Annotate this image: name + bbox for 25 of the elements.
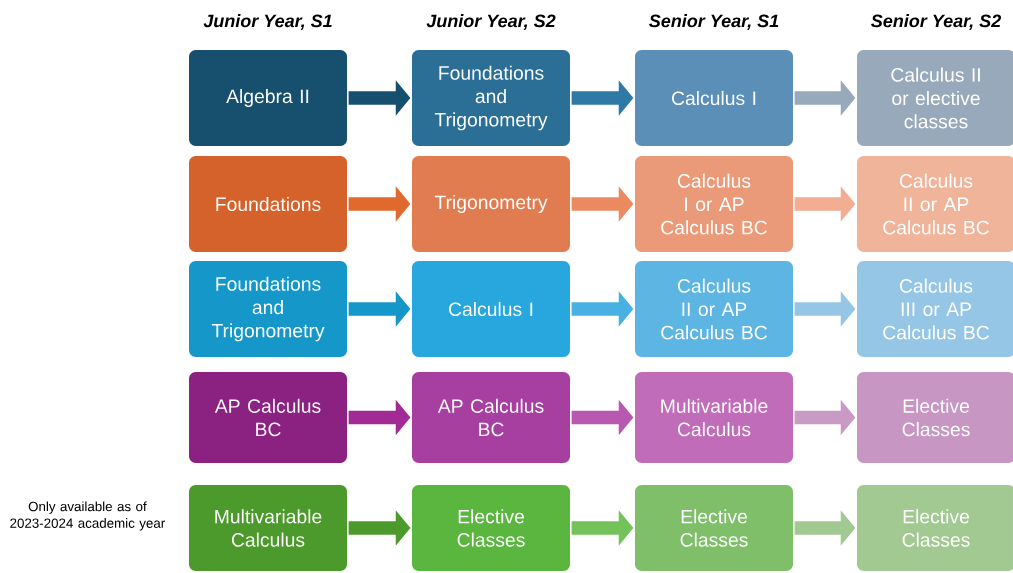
column-heading: Senior Year, S1 bbox=[649, 14, 779, 30]
course-box: Elective Classes bbox=[857, 372, 1013, 463]
course-box: Calculus I bbox=[412, 261, 570, 357]
course-box: Algebra II bbox=[189, 50, 347, 146]
course-box: Trigonometry bbox=[412, 156, 570, 252]
course-box: Foundations and Trigonometry bbox=[412, 50, 570, 146]
course-box: Elective Classes bbox=[412, 485, 570, 571]
course-box: Foundations bbox=[189, 156, 347, 252]
column-heading: Senior Year, S2 bbox=[871, 14, 1001, 30]
course-box: Calculus II or AP Calculus BC bbox=[635, 261, 793, 357]
course-box: AP Calculus BC bbox=[412, 372, 570, 463]
course-box: Calculus I bbox=[635, 50, 793, 146]
note-text: Only available as of 2023-2024 academic year bbox=[10, 501, 165, 531]
course-box: Calculus III or AP Calculus BC bbox=[857, 261, 1013, 357]
course-box: Multivariable Calculus bbox=[189, 485, 347, 571]
course-box: Calculus II or AP Calculus BC bbox=[857, 156, 1013, 252]
course-box: Multivariable Calculus bbox=[635, 372, 793, 463]
course-box: AP Calculus BC bbox=[189, 372, 347, 463]
course-box: Elective Classes bbox=[857, 485, 1013, 571]
course-box: Calculus II or elective classes bbox=[857, 50, 1013, 146]
column-heading: Junior Year, S2 bbox=[426, 14, 556, 30]
column-heading: Junior Year, S1 bbox=[203, 14, 332, 30]
course-box: Calculus I or AP Calculus BC bbox=[635, 156, 793, 252]
course-box: Foundations and Trigonometry bbox=[189, 261, 347, 357]
course-box: Elective Classes bbox=[635, 485, 793, 571]
